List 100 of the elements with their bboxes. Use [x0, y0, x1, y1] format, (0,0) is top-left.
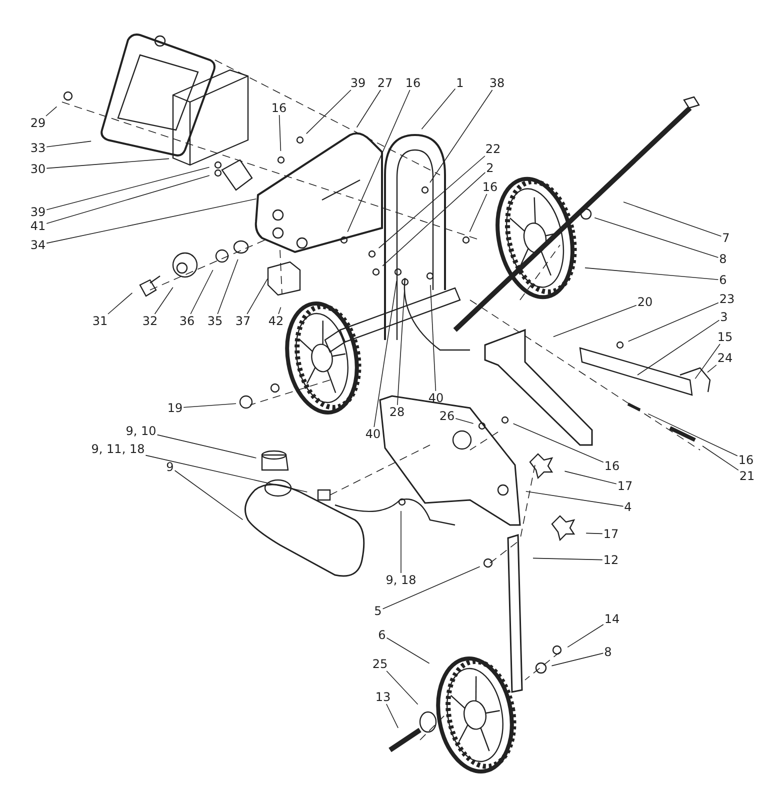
- callout-number: 41: [29, 219, 47, 233]
- leader-line: [594, 217, 719, 258]
- callout-number: 31: [91, 314, 109, 328]
- leader-line: [278, 306, 282, 314]
- callout-number: 42: [267, 314, 285, 328]
- callout-number: 30: [29, 162, 47, 176]
- leader-line: [637, 320, 720, 376]
- callout-number: 9: [165, 460, 175, 474]
- callout-number: 39: [349, 76, 367, 90]
- callout-number: 36: [178, 314, 196, 328]
- leader-line: [190, 270, 214, 314]
- callout-number: 16: [270, 101, 288, 115]
- callout-number: 37: [234, 314, 252, 328]
- leader-line: [46, 140, 92, 148]
- callout-number: 9, 10: [124, 424, 158, 438]
- leader-line: [421, 88, 456, 130]
- callout-number: 27: [376, 76, 394, 90]
- callout-number: 14: [603, 612, 621, 626]
- callout-number: 24: [716, 351, 734, 365]
- leader-line: [430, 90, 493, 183]
- leader-line: [386, 704, 398, 728]
- leader-line: [584, 267, 719, 280]
- leader-line: [108, 292, 133, 314]
- leader-line: [707, 364, 717, 373]
- callout-number: 3: [719, 310, 729, 324]
- leader-line: [183, 403, 236, 408]
- callout-number: 35: [206, 314, 224, 328]
- callout-number: 29: [29, 116, 47, 130]
- leader-line: [586, 532, 603, 534]
- leader-line: [374, 280, 397, 428]
- leader-line: [551, 652, 604, 666]
- leader-line: [174, 470, 244, 520]
- callout-number: 23: [718, 292, 736, 306]
- callout-number: 19: [166, 401, 184, 415]
- leader-line: [46, 198, 257, 244]
- callout-number: 8: [603, 645, 613, 659]
- callout-number: 38: [488, 76, 506, 90]
- leader-line: [386, 638, 430, 664]
- callout-number: 28: [388, 405, 406, 419]
- leader-line: [145, 454, 308, 492]
- callout-number: 26: [438, 409, 456, 423]
- leader-line: [648, 413, 738, 456]
- leader-line: [532, 558, 603, 560]
- callout-number: 32: [141, 314, 159, 328]
- callout-number: 9, 18: [384, 573, 418, 587]
- leader-line: [400, 510, 402, 574]
- callout-number: 20: [636, 295, 654, 309]
- callout-number: 7: [721, 231, 731, 245]
- leader-line: [46, 166, 210, 210]
- callout-number: 2: [485, 161, 495, 175]
- leader-line: [469, 194, 488, 232]
- leader-line: [217, 259, 238, 314]
- leader-line: [278, 114, 282, 152]
- leader-line: [455, 418, 474, 424]
- leader-line: [382, 566, 480, 610]
- leader-line: [564, 470, 617, 484]
- leader-line: [567, 624, 604, 648]
- callout-number: 15: [716, 330, 734, 344]
- leader-line: [397, 290, 405, 406]
- callout-number: 16: [737, 453, 755, 467]
- callout-number: 8: [718, 252, 728, 266]
- callout-number: 6: [377, 628, 387, 642]
- leader-line: [378, 156, 486, 248]
- callout-number: 40: [427, 391, 445, 405]
- callout-number: 5: [373, 604, 383, 618]
- leader-line: [702, 446, 739, 471]
- callout-number: 40: [364, 427, 382, 441]
- callout-number: 16: [603, 459, 621, 473]
- leader-line: [156, 434, 257, 458]
- leader-line: [306, 90, 352, 134]
- leader-line: [46, 175, 210, 224]
- leader-line: [154, 287, 174, 314]
- callout-number: 39: [29, 205, 47, 219]
- callout-number: 22: [484, 142, 502, 156]
- leader-line: [526, 491, 624, 507]
- leader-line: [347, 90, 410, 232]
- callout-number: 17: [616, 479, 634, 493]
- leader-line: [623, 202, 722, 237]
- callout-number: 17: [602, 527, 620, 541]
- leader-line: [694, 344, 720, 380]
- leader-line: [46, 158, 170, 169]
- callout-number: 6: [718, 273, 728, 287]
- leader-line: [512, 423, 604, 463]
- leader-line: [46, 106, 58, 116]
- leader-line: [553, 304, 637, 338]
- leader-line: [386, 670, 418, 705]
- leader-line: [628, 302, 719, 342]
- leader-line: [246, 278, 268, 314]
- callout-number: 16: [481, 180, 499, 194]
- leader-line: [430, 284, 436, 392]
- callout-number: 4: [623, 500, 633, 514]
- callout-number: 25: [371, 657, 389, 671]
- callout-number: 21: [738, 469, 756, 483]
- callout-number: 12: [602, 553, 620, 567]
- callout-number: 34: [29, 238, 47, 252]
- callout-number: 16: [404, 76, 422, 90]
- leader-line: [382, 172, 486, 266]
- callout-number: 33: [29, 141, 47, 155]
- callout-number: 9, 11, 18: [90, 442, 146, 456]
- callout-number: 13: [374, 690, 392, 704]
